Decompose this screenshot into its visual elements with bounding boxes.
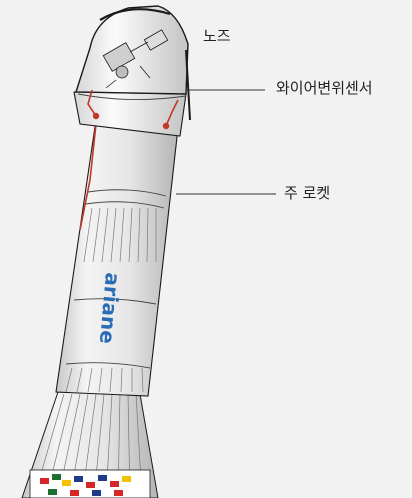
wire-sensor-label: 와이어변위센서: [276, 79, 373, 97]
wire-sensor-marks: [87, 89, 179, 130]
lower-stage: [21, 391, 159, 498]
main-body: ariane: [55, 119, 179, 397]
nose-label: 노즈: [203, 27, 231, 45]
flags-band: [40, 474, 131, 496]
nose-fairing: [73, 5, 191, 137]
satellite-icon: [102, 29, 169, 89]
main-rocket-label: 주 로켓: [284, 184, 331, 202]
leader-lines: [176, 89, 276, 195]
